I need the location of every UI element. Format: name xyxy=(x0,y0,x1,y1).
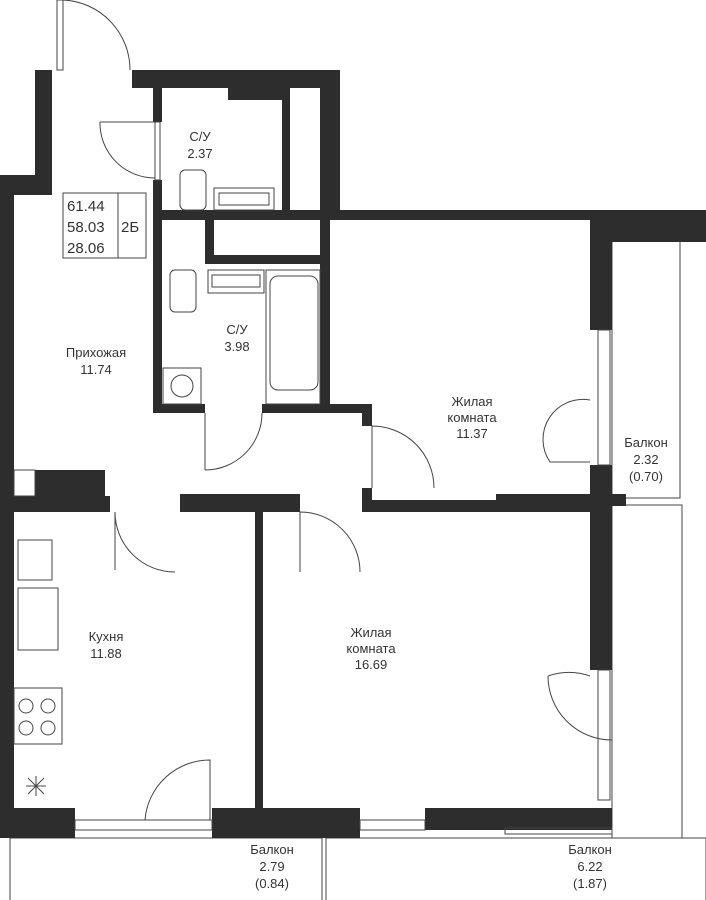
room-name-2: комната xyxy=(447,410,497,425)
room-name: Жилая xyxy=(451,394,492,409)
room-name: Жилая xyxy=(350,625,391,640)
room-name: Кухня xyxy=(89,629,124,644)
washing-machine-icon xyxy=(162,367,202,405)
room-name: Прихожая xyxy=(66,345,126,360)
apartment-type: 2Б xyxy=(121,219,139,236)
bathtub-icon xyxy=(265,269,321,405)
room-name: Балкон xyxy=(568,842,612,857)
room-name: Балкон xyxy=(624,435,668,450)
room-area: 16.69 xyxy=(355,657,388,672)
room-name-2: комната xyxy=(346,641,396,656)
room-name: Балкон xyxy=(250,842,294,857)
room-area: 3.98 xyxy=(224,339,249,354)
sink-icon xyxy=(207,269,265,294)
room-area: 11.88 xyxy=(90,646,122,661)
kitchen-sink-icon xyxy=(17,587,59,651)
fixtures xyxy=(13,169,321,796)
fridge-icon xyxy=(26,776,46,796)
room-labels: С/У 2.37 С/У 3.98 Прихожая 11.74 Жилая к… xyxy=(66,129,668,891)
sink-icon xyxy=(213,187,275,211)
room-area: 2.32 xyxy=(633,452,658,467)
living-area: 28.06 xyxy=(67,240,105,257)
walls xyxy=(0,70,706,838)
room-area: 6.22 xyxy=(577,859,602,874)
room-area: 11.37 xyxy=(456,426,488,441)
room-name: С/У xyxy=(226,322,248,337)
room-coef: (0.84) xyxy=(255,876,289,891)
room-area: 2.79 xyxy=(259,859,284,874)
windows-doors xyxy=(13,0,613,835)
total-area: 61.44 xyxy=(67,198,105,215)
living-total: 58.03 xyxy=(67,219,105,236)
room-coef: (1.87) xyxy=(573,876,607,891)
stove-hood-icon xyxy=(17,539,53,581)
room-area: 2.37 xyxy=(187,146,212,161)
room-coef: (0.70) xyxy=(629,469,663,484)
room-area: 11.74 xyxy=(80,362,112,377)
toilet-icon xyxy=(169,269,197,313)
room-name: С/У xyxy=(189,129,211,144)
summary-box: 61.44 58.03 28.06 2Б xyxy=(62,192,147,259)
cooktop-icon xyxy=(13,687,63,745)
toilet-icon xyxy=(179,169,207,211)
